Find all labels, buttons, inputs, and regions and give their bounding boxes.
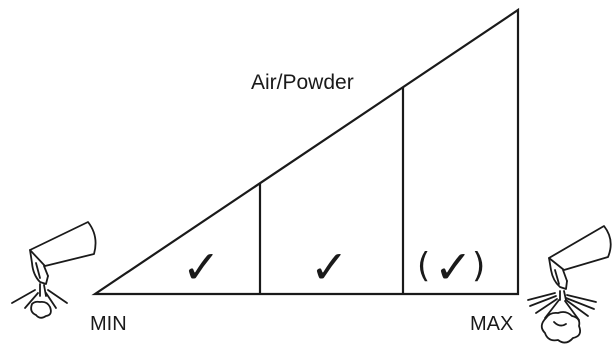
zone-1-check: ✓ [182, 240, 221, 294]
zone-2-check: ✓ [310, 240, 349, 294]
zone-3-check-optional: ✓ [434, 240, 473, 294]
diagram-title: Air/Powder [251, 71, 354, 94]
min-label: MIN [90, 313, 127, 335]
spray-gun-low-flow-icon [12, 222, 96, 318]
max-label: MAX [470, 313, 513, 335]
zone-3-open-paren: ( [417, 246, 430, 286]
zone-3-close-paren: ) [472, 246, 485, 286]
spray-gun-high-flow-icon [528, 226, 611, 343]
